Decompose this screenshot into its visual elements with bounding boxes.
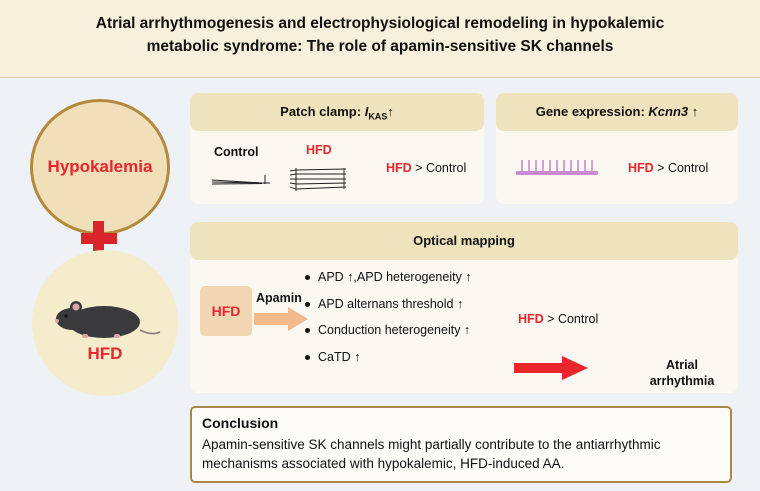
- conclusion-box: Conclusion Apamin-sensitive SK channels …: [190, 406, 732, 483]
- conclusion-title: Conclusion: [202, 415, 279, 431]
- title-banner: Atrial arrhythmogenesis and electrophysi…: [0, 0, 760, 78]
- hfd-current-trace: [289, 168, 347, 191]
- hfd-trace-label: HFD: [306, 143, 332, 157]
- gene-expression-title: Gene expression: Kcnn3 ↑: [496, 93, 738, 131]
- hfd-box: HFD: [200, 286, 252, 336]
- bullet-conduction: Conduction heterogeneity ↑: [304, 323, 471, 337]
- hypokalemia-circle: Hypokalemia: [30, 99, 170, 235]
- patch-clamp-result: HFD > Control: [386, 161, 467, 175]
- hfd-circle: HFD: [32, 250, 178, 396]
- title-line-2: metabolic syndrome: The role of apamin-s…: [146, 38, 614, 55]
- bullet-catd: CaTD ↑: [304, 350, 361, 364]
- control-current-trace: [211, 175, 270, 185]
- bullet-alternans: APD alternans threshold ↑: [304, 297, 464, 311]
- patch-clamp-panel: Patch clamp: IKAS↑ Control HFD HFD > Con…: [190, 93, 484, 204]
- apamin-arrow-icon: [254, 307, 308, 331]
- control-label: Control: [214, 145, 259, 159]
- mouse-icon: [55, 301, 161, 338]
- conclusion-line-2: mechanisms associated with hypokalemic, …: [202, 456, 565, 471]
- title-line-1: Atrial arrhythmogenesis and electrophysi…: [95, 15, 665, 32]
- optical-mapping-result: HFD > Control: [518, 312, 599, 326]
- mrna-icon: [516, 160, 598, 175]
- hfd-label: HFD: [87, 344, 123, 363]
- gene-expression-panel: Gene expression: Kcnn3 ↑ HFD > Control: [496, 93, 738, 204]
- arrhythmia-arrow-icon: [514, 356, 588, 380]
- optical-mapping-panel: Optical mapping HFD Apamin APD ↑,APD het…: [190, 222, 738, 393]
- atrial-label: Atrial: [666, 358, 698, 372]
- bullet-apd: APD ↑,APD heterogeneity ↑: [305, 270, 472, 284]
- optical-mapping-title: Optical mapping: [190, 222, 738, 260]
- conclusion-line-1: Apamin-sensitive SK channels might parti…: [202, 437, 661, 452]
- apamin-label: Apamin: [256, 291, 302, 305]
- patch-clamp-title: Patch clamp: IKAS↑: [190, 93, 484, 131]
- hypokalemia-label: Hypokalemia: [47, 157, 153, 176]
- arrhythmia-label: arrhythmia: [649, 374, 715, 388]
- gene-expression-result: HFD > Control: [628, 161, 709, 175]
- plus-icon: [81, 221, 117, 257]
